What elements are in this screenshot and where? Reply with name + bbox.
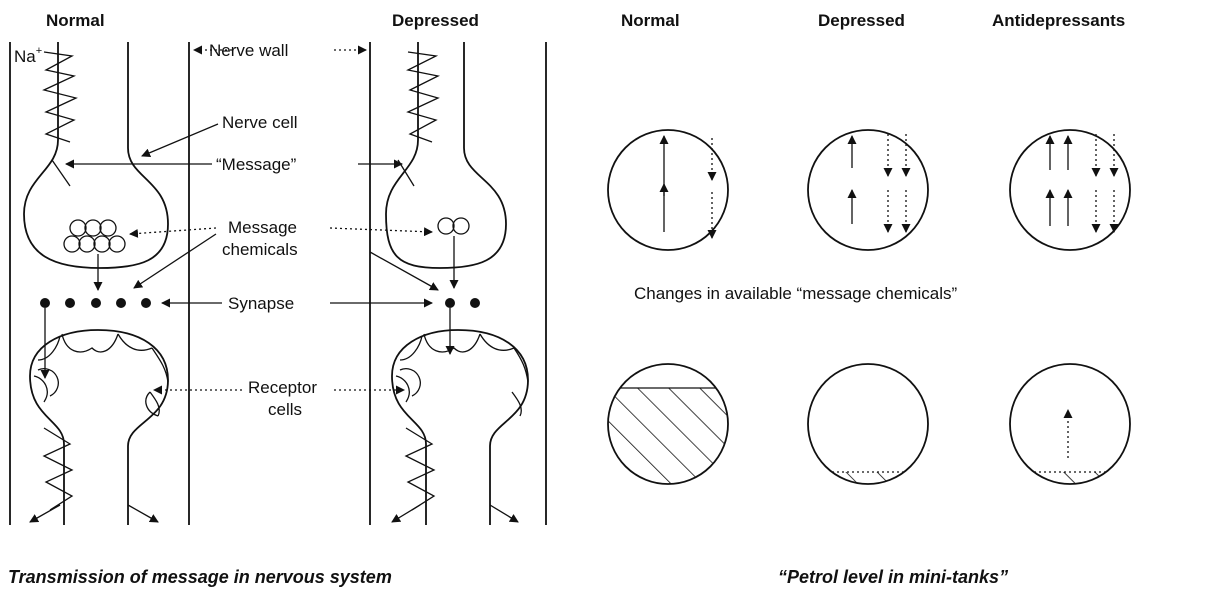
right-header-depressed: Depressed [818,11,905,30]
receptor-label-line2: cells [268,400,302,419]
normal-axon-zigzag [44,52,76,142]
chemicals-arrow-vesicles [130,228,216,234]
message-chemicals-label-line1: Message [228,218,297,237]
left-header-depressed: Depressed [392,11,479,30]
flow-circle-antidepressants [1010,130,1130,250]
message-chemicals-label-line2: chemicals [222,240,298,259]
left-caption: Transmission of message in nervous syste… [8,567,392,587]
left-header-normal: Normal [46,11,105,30]
right-header-normal: Normal [621,11,680,30]
depressed-receptor-arc [400,369,420,396]
tank-depressed [808,364,928,484]
chemicals-arrow-depressed-synapse [370,252,438,290]
depressed-synapse-dots [445,298,480,308]
flow-circle-normal [608,130,728,250]
depressed-vesicles [438,218,469,234]
right-header-antidepressants: Antidepressants [992,11,1125,30]
normal-receptor-arc [38,369,58,396]
sodium-ion-label: Na+ [14,45,42,66]
depressed-receptor-bumps [396,334,528,416]
message-label: “Message” [216,155,297,174]
normal-synapse-dots [40,298,151,308]
nerve-cell-arrow [142,124,218,156]
tank-normal [608,364,728,484]
normal-lower-zigzag [44,428,72,510]
chemicals-arrow-depressed-vesicles [330,228,432,232]
receptor-label-line1: Receptor [248,378,317,397]
nerve-cell-label: Nerve cell [222,113,298,132]
synapse-label: Synapse [228,294,294,313]
depressed-lower-zigzag [406,428,434,510]
depressed-receptor-cell [392,330,528,525]
normal-nerve-cell [24,42,168,268]
depressed-output-arrow-right [490,505,518,522]
petrol-level-diagram: Normal Depressed Antidepressants [608,11,1130,587]
middle-caption: Changes in available “message chemicals” [634,284,957,303]
normal-receptor-cell [30,330,168,525]
right-caption: “Petrol level in mini-tanks” [778,567,1008,587]
normal-output-arrow [30,505,60,522]
nervous-system-diagram: Normal Depressed Na+ [8,11,546,587]
normal-receptor-bumps [34,334,168,416]
depressed-output-arrow [392,505,420,522]
flow-circle-depressed [808,130,928,250]
depressed-axon-zigzag [408,52,438,142]
normal-output-arrow-right [128,505,158,522]
normal-vesicles [64,220,125,252]
nerve-wall-label: Nerve wall [209,41,288,60]
tank-antidepressants [1010,364,1130,484]
